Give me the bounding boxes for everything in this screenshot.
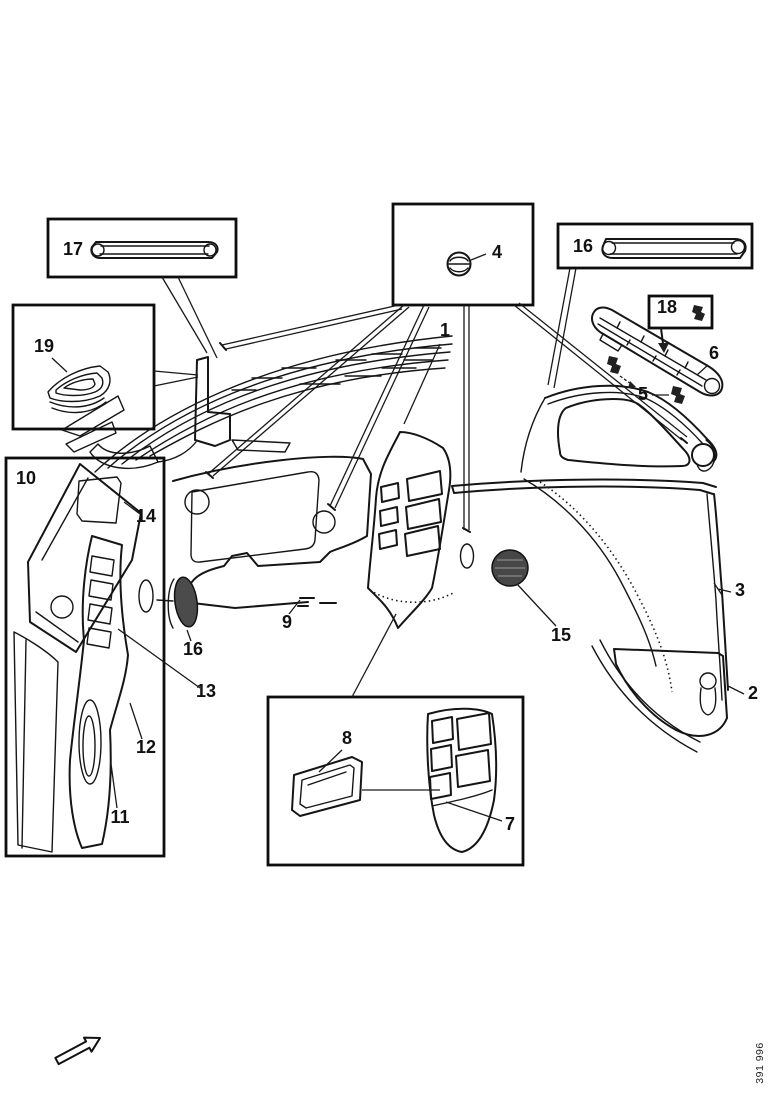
part-grommet — [446, 251, 472, 277]
vent-slots-large — [404, 470, 443, 557]
part-sill-strip-rear — [601, 238, 747, 259]
speaker-cutout-oval — [138, 579, 154, 613]
grommet-hole-quarter — [691, 443, 715, 467]
detail-box-19-frame — [11, 303, 156, 431]
leader-16 — [547, 267, 577, 389]
detail-box-10: 10 14 13 12 11 — [4, 456, 216, 858]
callout-13: 13 — [196, 681, 216, 701]
callout-6: 6 — [709, 343, 719, 363]
quarter-trim-panel: 1 15 3 2 — [403, 320, 758, 753]
leader-13 — [117, 628, 201, 689]
dash-surface-hatch — [231, 347, 442, 391]
dashboard-assembly — [61, 335, 453, 473]
clip-b — [671, 386, 685, 404]
speaker-grille-oval — [173, 576, 199, 628]
leader-2 — [727, 685, 745, 695]
callout-7: 7 — [505, 814, 515, 834]
vent-pillar-section — [367, 431, 456, 629]
callout-16-box: 16 — [573, 236, 593, 256]
leader-12 — [129, 702, 143, 740]
callout-8: 8 — [342, 728, 352, 748]
callout-11: 11 — [110, 807, 129, 827]
detail-box-16: 16 — [547, 222, 754, 389]
detail-box-17-frame — [46, 217, 238, 279]
detail-box-4-frame — [391, 202, 535, 307]
detail-box-17: 17 — [46, 217, 238, 359]
detail-box-18: 18 — [647, 294, 714, 353]
leader-19-internal — [51, 357, 68, 373]
leader-15 — [516, 583, 557, 627]
leader-14 — [123, 501, 141, 515]
callout-1: 1 — [440, 320, 450, 340]
direction-arrow-icon — [54, 1036, 101, 1066]
callout-4: 4 — [492, 242, 502, 262]
callout-10: 10 — [16, 468, 36, 488]
back-panel — [13, 631, 59, 853]
detail-box-18-frame — [647, 294, 714, 330]
callout-2: 2 — [748, 683, 758, 703]
callout-15: 15 — [551, 625, 571, 645]
sill-strip-hatch — [616, 321, 689, 376]
grommet-hole-b-pillar — [459, 543, 475, 569]
part-cover-cap — [47, 365, 111, 414]
part-vent-grille-7 — [426, 707, 498, 853]
leader-box-7-8 — [351, 613, 397, 698]
callout-16-grille: 16 — [183, 639, 203, 659]
pillar-pleats — [86, 555, 115, 649]
leader-11 — [110, 763, 118, 809]
dash-a-pillar-channel — [194, 356, 291, 453]
dash-left-end — [61, 395, 197, 469]
vent-slots-small — [378, 482, 400, 550]
left-speaker-grille: 16 — [156, 576, 203, 659]
callout-19: 19 — [34, 336, 54, 356]
detail-box-7-8: 8 7 — [266, 613, 525, 867]
leader-4-internal — [470, 253, 487, 261]
lower-corner-panel — [591, 639, 728, 753]
leader-18-arrowhead — [658, 343, 669, 353]
callout-9: 9 — [282, 612, 292, 632]
figure-number: 391 996 — [754, 1042, 766, 1083]
callout-17: 17 — [63, 239, 83, 259]
leader-3 — [713, 582, 732, 596]
leader-6 — [696, 364, 709, 376]
callout-12: 12 — [136, 737, 156, 757]
upper-pillar-panel — [27, 463, 142, 653]
grommet-hole-mid — [312, 510, 336, 534]
leader-1 — [403, 343, 441, 425]
grommet-hole-left — [184, 489, 210, 515]
leader-8 — [318, 749, 343, 773]
clip-a — [607, 356, 621, 374]
glovebox-recess — [190, 470, 320, 563]
leader-16-grille — [186, 629, 192, 642]
detail-box-10-frame — [4, 456, 166, 858]
callout-5: 5 — [638, 384, 648, 404]
leader-7 — [445, 801, 503, 822]
detail-box-16-frame — [556, 222, 754, 270]
clip-icon — [692, 305, 705, 321]
part-bezel-8 — [291, 756, 363, 817]
callout-18: 18 — [657, 297, 677, 317]
window-cutout — [557, 398, 691, 468]
lower-dash-panel: 9 — [172, 455, 372, 632]
sill-strip-and-clips: 6 5 — [591, 306, 724, 404]
callout-14: 14 — [136, 506, 156, 526]
part-sill-strip-front — [90, 241, 219, 259]
leader-17 — [161, 276, 218, 359]
sill-strip — [591, 306, 724, 397]
lower-pillar-panel — [68, 535, 154, 849]
leader-18 — [660, 327, 664, 345]
detail-box-7-8-frame — [266, 695, 525, 867]
leader-9 — [288, 599, 301, 615]
leader-19 — [153, 370, 199, 387]
callout-3: 3 — [735, 580, 745, 600]
detail-box-19: 19 — [11, 303, 199, 431]
